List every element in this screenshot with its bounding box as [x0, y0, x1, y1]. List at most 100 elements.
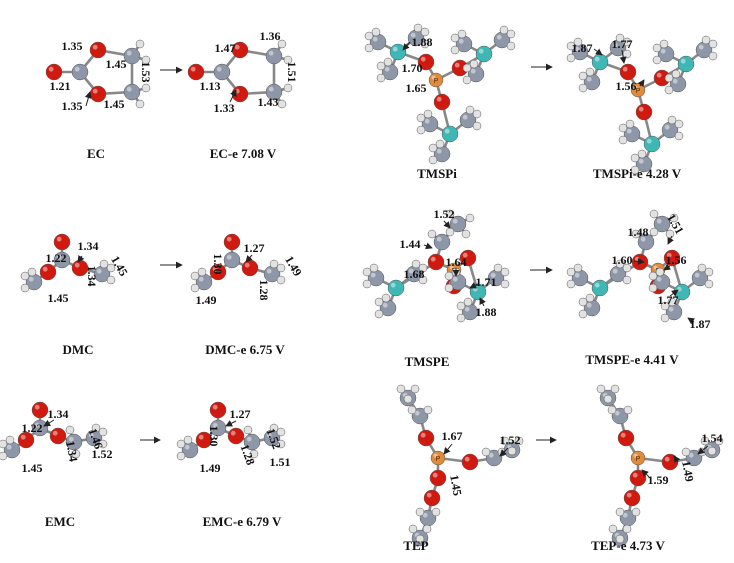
- molecule-caption: TMSPE-e 4.41 V: [585, 352, 679, 367]
- atom-highlight: [664, 124, 670, 130]
- hydrogen-atom-icon: [374, 297, 384, 307]
- hydrogen-atom-icon: [445, 227, 455, 237]
- hydrogen-atom-icon: [566, 279, 576, 289]
- atom-highlight: [266, 432, 272, 438]
- hydrogen-atom-icon: [637, 149, 647, 159]
- hydrogen-atom-icon: [249, 449, 259, 459]
- bond-length-label: 1.65: [406, 81, 427, 95]
- bond-length-label: 1.67: [442, 429, 463, 443]
- bond-length-label: 1.49: [282, 253, 305, 278]
- phosphorus-symbol: P: [434, 78, 439, 85]
- atom-highlight: [190, 66, 196, 72]
- hydrogen-atom-icon: [283, 55, 293, 65]
- silicon-atom-icon: [643, 135, 661, 153]
- silicon-atom-icon: [475, 45, 493, 63]
- oxygen-atom-icon: [423, 489, 441, 507]
- bond-pointer-arrow: [687, 317, 696, 325]
- hydrogen-atom-icon: [444, 283, 454, 293]
- bond-length-label: 1.48: [628, 225, 649, 239]
- oxygen-atom-icon: [617, 429, 635, 447]
- hydrogen-atom-icon: [411, 259, 421, 269]
- bond-pointer-arrow: [641, 469, 651, 479]
- bond-length-label: 1.35: [62, 99, 83, 113]
- bond-length-label: 1.28: [238, 442, 258, 467]
- atom-highlight: [390, 282, 396, 288]
- carbon-atom-icon: [265, 47, 283, 65]
- hydrogen-atom-icon: [622, 37, 632, 47]
- atom-highlight: [496, 34, 502, 40]
- hydrogen-atom-icon: [420, 39, 430, 49]
- bond-pointer-arrow: [499, 447, 509, 457]
- atom-highlight: [656, 218, 662, 224]
- hydrogen-atom-icon: [283, 83, 293, 93]
- bond-pointer-arrow: [663, 263, 672, 271]
- hydrogen-atom-icon: [660, 313, 670, 323]
- hydrogen-atom-icon: [141, 55, 151, 65]
- atom-highlight: [574, 272, 580, 278]
- carbon-atom-icon: [411, 407, 429, 425]
- atom-highlight: [410, 32, 416, 38]
- hydrogen-atom-icon: [420, 27, 430, 37]
- oxygen-atom-icon: [663, 249, 681, 267]
- atom-highlight: [126, 50, 132, 56]
- hydrogen-atom-icon: [500, 267, 510, 277]
- hydrogen-atom-icon: [610, 384, 620, 394]
- hydrogen-atom-icon: [457, 29, 467, 39]
- bond-pointer-arrow: [479, 297, 486, 307]
- hydrogen-atom-icon: [681, 447, 691, 457]
- molecule-caption: TMSPi: [417, 166, 457, 181]
- hydrogen-atom-icon: [269, 259, 279, 269]
- bond-length-label: 1.34: [63, 440, 80, 463]
- atom-highlight: [633, 85, 638, 90]
- hydrogen-atom-icon: [585, 293, 595, 303]
- hydrogen-atom-icon: [27, 267, 37, 277]
- oxygen-atom-icon: [187, 63, 205, 81]
- bond-pointer-arrow: [402, 41, 411, 51]
- molecule-caption: EC: [87, 146, 105, 161]
- hydrogen-atom-icon: [243, 425, 253, 435]
- bond-pointer-arrow: [443, 220, 451, 229]
- atom-highlight: [594, 282, 600, 288]
- hydrogen-atom-icon: [704, 267, 714, 277]
- molecule-caption: EMC-e 6.79 V: [203, 514, 282, 529]
- molecule-caption: TMSPE: [405, 354, 450, 369]
- atom-highlight: [34, 422, 40, 428]
- atom-highlight: [470, 68, 476, 74]
- hydrogen-atom-icon: [362, 279, 372, 289]
- bond-length-label: 1.45: [447, 474, 464, 497]
- hydrogen-atom-icon: [622, 275, 632, 285]
- oxygen-atom-icon: [31, 401, 49, 419]
- hydrogen-atom-icon: [277, 99, 287, 109]
- hydrogen-atom-icon: [652, 55, 662, 65]
- hydrogen-atom-icon: [176, 451, 186, 461]
- hydrogen-atom-icon: [608, 524, 618, 534]
- bond-pointer-arrow: [443, 443, 453, 455]
- silicon-atom-icon: [387, 279, 405, 297]
- hydrogen-atom-icon: [0, 451, 8, 461]
- hydrogen-atom-icon: [456, 313, 466, 323]
- carbon-atom-icon: [223, 251, 241, 269]
- atom-highlight: [462, 252, 468, 258]
- atom-highlight: [464, 456, 470, 462]
- bond-length-label: 1.53: [139, 62, 153, 83]
- oxygen-atom-icon: [17, 431, 35, 449]
- hydrogen-atom-icon: [566, 53, 576, 63]
- carbon-atom-icon: [637, 233, 655, 251]
- atom-highlight: [668, 306, 674, 312]
- bond-pointer-arrow: [245, 254, 253, 263]
- hydrogen-atom-icon: [481, 447, 491, 457]
- oxygen-atom-icon: [209, 263, 227, 281]
- hydrogen-atom-icon: [499, 25, 509, 35]
- atom-highlight: [586, 76, 592, 82]
- bond-length-label: 1.35: [62, 39, 83, 53]
- hydrogen-atom-icon: [190, 283, 200, 293]
- hydrogen-atom-icon: [5, 435, 15, 445]
- bond-length-label: 1.34: [78, 239, 99, 253]
- phosphorus-symbol: P: [636, 456, 641, 463]
- atom-highlight: [20, 434, 26, 440]
- atom-highlight: [408, 268, 414, 274]
- hydrogen-atom-icon: [428, 155, 438, 165]
- hydrogen-atom-icon: [660, 301, 670, 311]
- bond-length-label: 1.77: [658, 293, 679, 307]
- atom-highlight: [432, 472, 438, 478]
